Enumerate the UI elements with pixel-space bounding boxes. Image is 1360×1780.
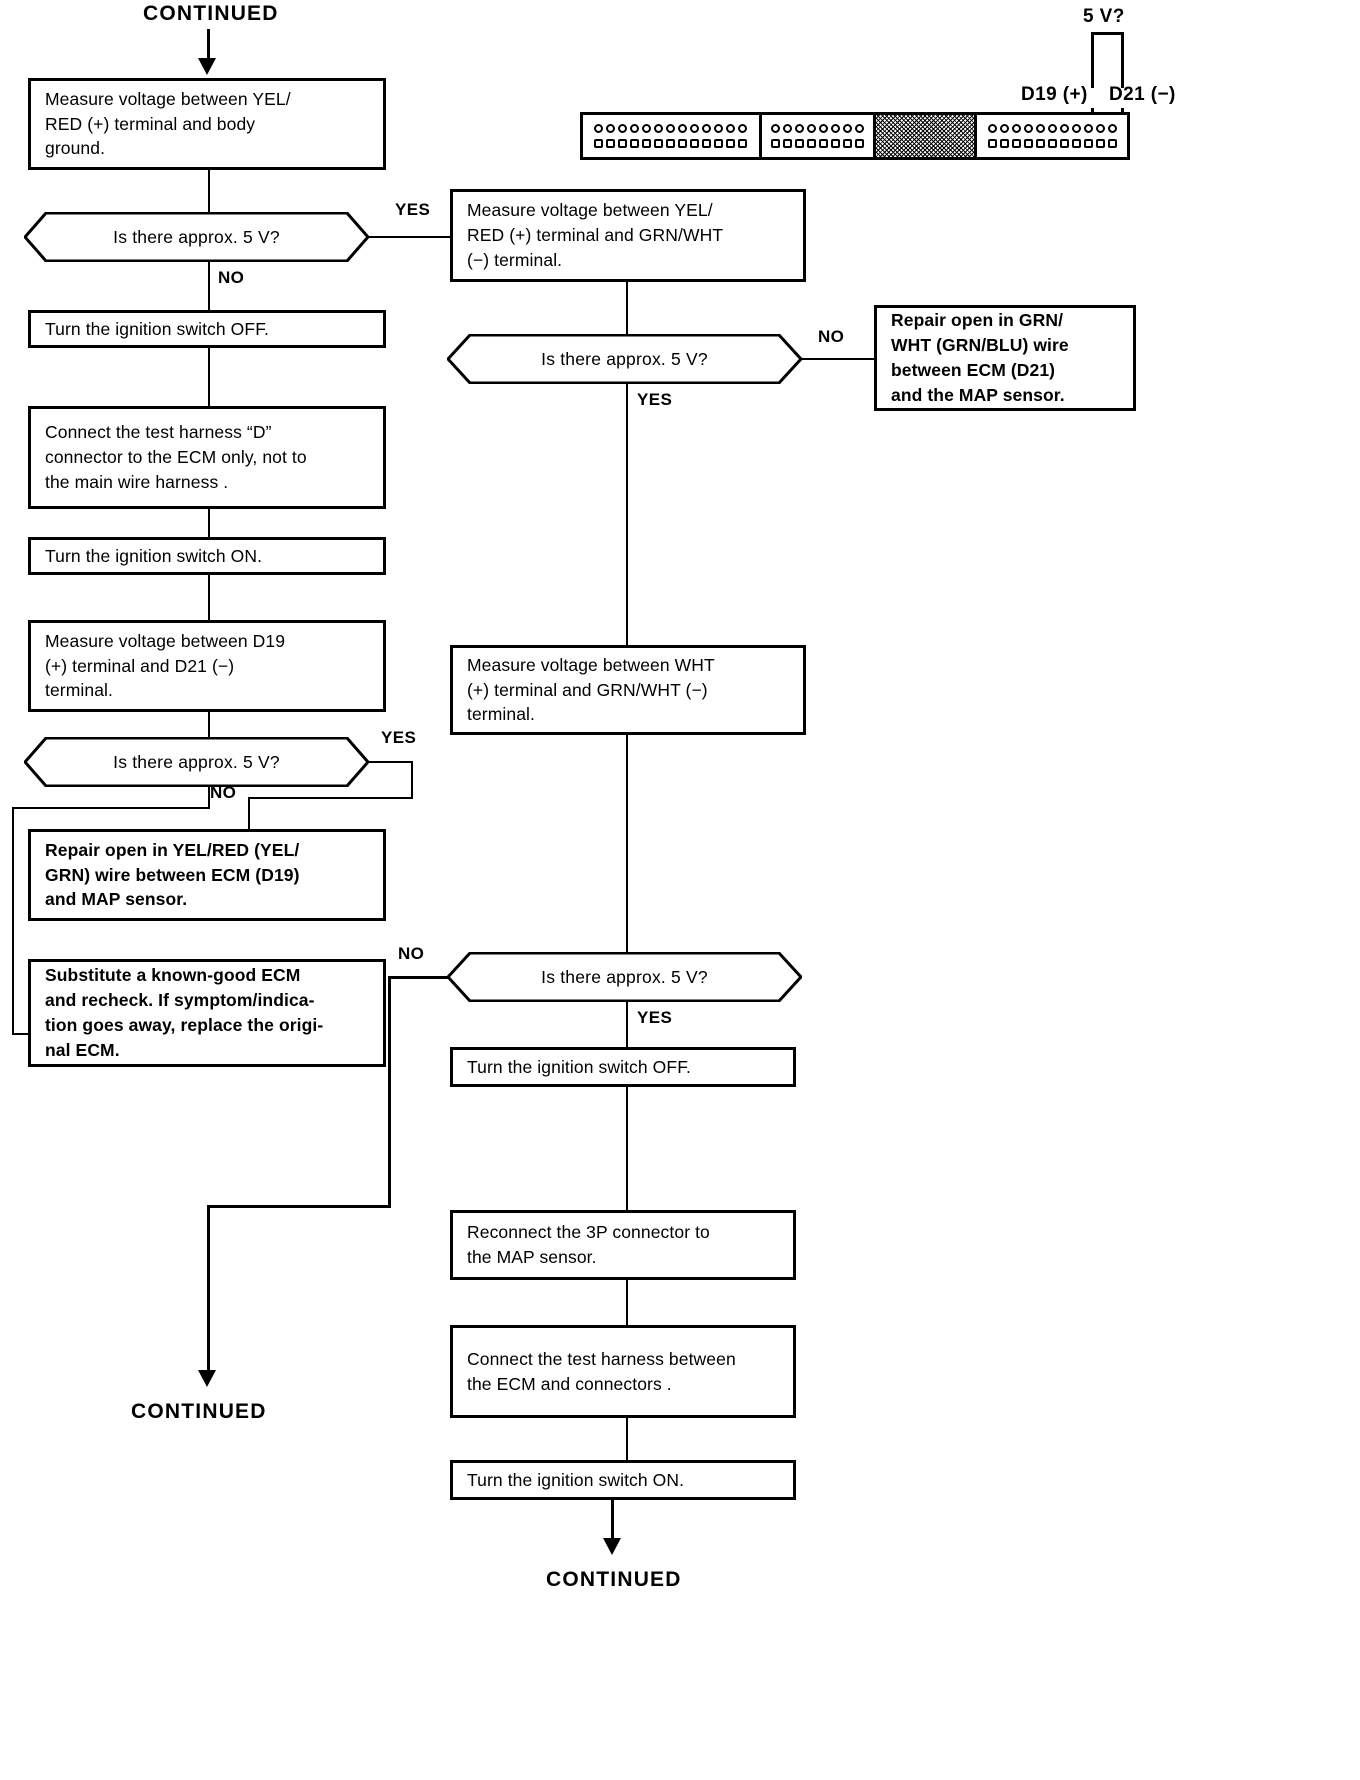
label-no-decision4: NO xyxy=(398,944,425,963)
connector-segment-2 xyxy=(761,115,876,157)
line-decision4-no xyxy=(388,976,450,979)
label-no-decision3: NO xyxy=(818,327,845,346)
pin-row-top xyxy=(987,123,1117,133)
line-decision2-no-left xyxy=(12,807,210,809)
label-no-decision2: NO xyxy=(210,783,237,802)
connector-segment-4 xyxy=(977,115,1127,157)
line-to-reconnect-3p xyxy=(626,1087,628,1210)
label-yes-decision3: YES xyxy=(637,390,673,409)
probe-lead-left xyxy=(1091,32,1094,88)
line-decision2-yes-v xyxy=(411,761,413,799)
line-decision3-no xyxy=(800,358,874,360)
box-connect-test-harness-d: Connect the test harness “D” connector t… xyxy=(28,406,386,509)
arrow-bottom-continued xyxy=(603,1538,621,1555)
pin-row-bottom xyxy=(770,139,864,149)
line-to-ignition-on xyxy=(208,509,210,537)
continued-left-label: CONTINUED xyxy=(131,1400,267,1423)
continued-entry-label: CONTINUED xyxy=(143,2,279,25)
line-to-bottom-continued xyxy=(611,1500,614,1548)
decision-is-5v-4: Is there approx. 5 V? xyxy=(447,952,802,1002)
box-measure-yel-red-ground: Measure voltage between YEL/ RED (+) ter… xyxy=(28,78,386,170)
line-decision4-yes xyxy=(626,1002,628,1047)
line-continued-to-box1 xyxy=(207,29,210,64)
line-to-decision4 xyxy=(626,735,628,952)
box-repair-open-grn-wht: Repair open in GRN/ WHT (GRN/BLU) wire b… xyxy=(874,305,1136,411)
connector-segment-blank-hatched xyxy=(876,115,978,157)
box-ignition-switch-on: Turn the ignition switch ON. xyxy=(28,537,386,575)
label-d21-minus: D21 (−) xyxy=(1109,84,1176,105)
line-to-measure-d19 xyxy=(208,575,210,620)
hexagon-shape xyxy=(24,737,369,787)
decision-is-5v-2: Is there approx. 5 V? xyxy=(24,737,369,787)
line-decision4-no-left xyxy=(207,1205,391,1208)
label-yes-decision4: YES xyxy=(637,1008,673,1027)
box-ignition-switch-on-2: Turn the ignition switch ON. xyxy=(450,1460,796,1500)
line-to-connect-harness-between xyxy=(626,1280,628,1325)
decision-is-5v-3: Is there approx. 5 V? xyxy=(447,334,802,384)
hexagon-shape xyxy=(447,334,802,384)
pin-row-top xyxy=(770,123,864,133)
arrow-left-continued xyxy=(198,1370,216,1387)
pin-row-bottom xyxy=(594,139,748,149)
probe-lead-bridge xyxy=(1091,32,1124,35)
decision-is-5v-1: Is there approx. 5 V? xyxy=(24,212,369,262)
box-ignition-switch-off: Turn the ignition switch OFF. xyxy=(28,310,386,348)
label-5v-query: 5 V? xyxy=(1083,6,1125,27)
line-decision1-yes xyxy=(368,236,451,238)
line-no-bypass-into-substitute xyxy=(12,1033,32,1035)
connector-segment-1 xyxy=(583,115,762,157)
label-no-decision1: NO xyxy=(218,268,245,287)
box-measure-yel-red-grn-wht: Measure voltage between YEL/ RED (+) ter… xyxy=(450,189,806,282)
label-d19-plus: D19 (+) xyxy=(1021,84,1088,105)
line-box1-to-decision1 xyxy=(208,170,210,212)
line-decision2-yes-return xyxy=(248,797,413,799)
line-to-left-continued xyxy=(207,1205,210,1380)
ecm-connector-pinout xyxy=(580,112,1130,160)
arrow-into-box1 xyxy=(198,58,216,75)
line-decision1-no xyxy=(208,262,210,310)
line-decision2-yes-h xyxy=(368,761,413,763)
label-yes-decision1: YES xyxy=(395,200,431,219)
continued-bottom-label: CONTINUED xyxy=(546,1568,682,1591)
box-reconnect-3p-connector: Reconnect the 3P connector to the MAP se… xyxy=(450,1210,796,1280)
box-connect-harness-between: Connect the test harness between the ECM… xyxy=(450,1325,796,1418)
box-measure-wht: Measure voltage between WHT (+) terminal… xyxy=(450,645,806,735)
probe-lead-right xyxy=(1121,32,1124,88)
box-substitute-known-good-ecm: Substitute a known-good ECM and recheck.… xyxy=(28,959,386,1067)
box-ignition-switch-off-2: Turn the ignition switch OFF. xyxy=(450,1047,796,1087)
hexagon-shape xyxy=(24,212,369,262)
line-decision4-no-down xyxy=(388,977,391,1207)
pin-row-top xyxy=(594,123,748,133)
line-into-repair-yel-red xyxy=(248,797,250,829)
line-to-connect-harness xyxy=(208,348,210,406)
pin-row-bottom xyxy=(987,139,1117,149)
line-decision3-yes xyxy=(626,384,628,645)
label-yes-decision2: YES xyxy=(381,728,417,747)
line-to-decision3 xyxy=(626,282,628,334)
box-repair-open-yel-red: Repair open in YEL/RED (YEL/ GRN) wire b… xyxy=(28,829,386,921)
line-to-decision2 xyxy=(208,712,210,737)
line-no-bypass-down xyxy=(12,807,14,1035)
line-to-ignition-on-2 xyxy=(626,1418,628,1460)
line-decision2-no xyxy=(208,787,210,809)
box-measure-d19-d21: Measure voltage between D19 (+) terminal… xyxy=(28,620,386,712)
